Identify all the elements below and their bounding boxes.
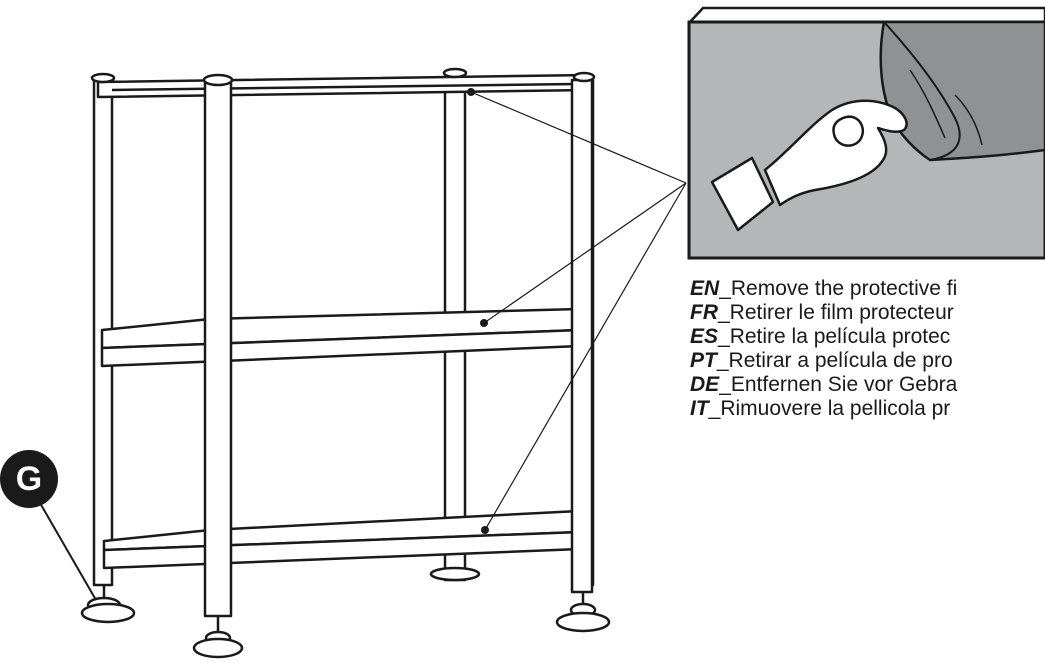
part-label-badge: G: [0, 450, 58, 508]
callout-dots: [467, 88, 489, 534]
instruction-it: IT_Rimuovere la pellicola pr: [690, 397, 1045, 421]
language-code: ES: [690, 325, 719, 348]
language-code: DE: [690, 373, 720, 396]
top-shelf-frame: [96, 73, 592, 99]
leveling-foot-icon: [192, 616, 244, 659]
front-left-post: [203, 79, 233, 618]
instruction-es: ES_Retire la película protec: [690, 325, 1045, 349]
instruction-fr: FR_Retirer le film protecteur: [690, 301, 1045, 325]
leveling-foot-icon: [80, 585, 136, 624]
leveling-foot-icon: [555, 592, 611, 633]
language-code: EN: [690, 277, 720, 300]
bottom-shelf: [102, 509, 582, 570]
protective-film-inset: [687, 6, 1045, 260]
instruction-text: _Entfernen Sie vor Gebra: [719, 373, 958, 396]
language-code: IT: [690, 397, 709, 420]
instruction-text: _Retirer le film protecteur: [718, 301, 954, 324]
protective-film-icon: [879, 20, 1045, 162]
hand-icon: [710, 99, 908, 232]
instruction-text: _Remove the protective fi: [719, 277, 958, 300]
language-code: FR: [690, 301, 718, 324]
middle-shelf: [100, 307, 582, 368]
callout-leader-line: [39, 502, 97, 601]
instruction-text: _Retire la película protec: [718, 325, 951, 348]
front-right-post: [570, 78, 594, 594]
instruction-pt: PT_Retirar a película de pro: [690, 349, 1045, 373]
instruction-de: DE_Entfernen Sie vor Gebra: [690, 373, 1045, 397]
instruction-en: EN_Remove the protective fi: [690, 277, 1045, 301]
leveling-foot-icon: [429, 566, 481, 582]
language-code: PT: [690, 349, 717, 372]
instruction-text: _Rimuovere la pellicola pr: [708, 397, 951, 420]
callout-lines: [470, 91, 687, 531]
instruction-text: _Retirar a película de pro: [716, 349, 953, 372]
instruction-list: EN_Remove the protective fi FR_Retirer l…: [690, 277, 1045, 421]
